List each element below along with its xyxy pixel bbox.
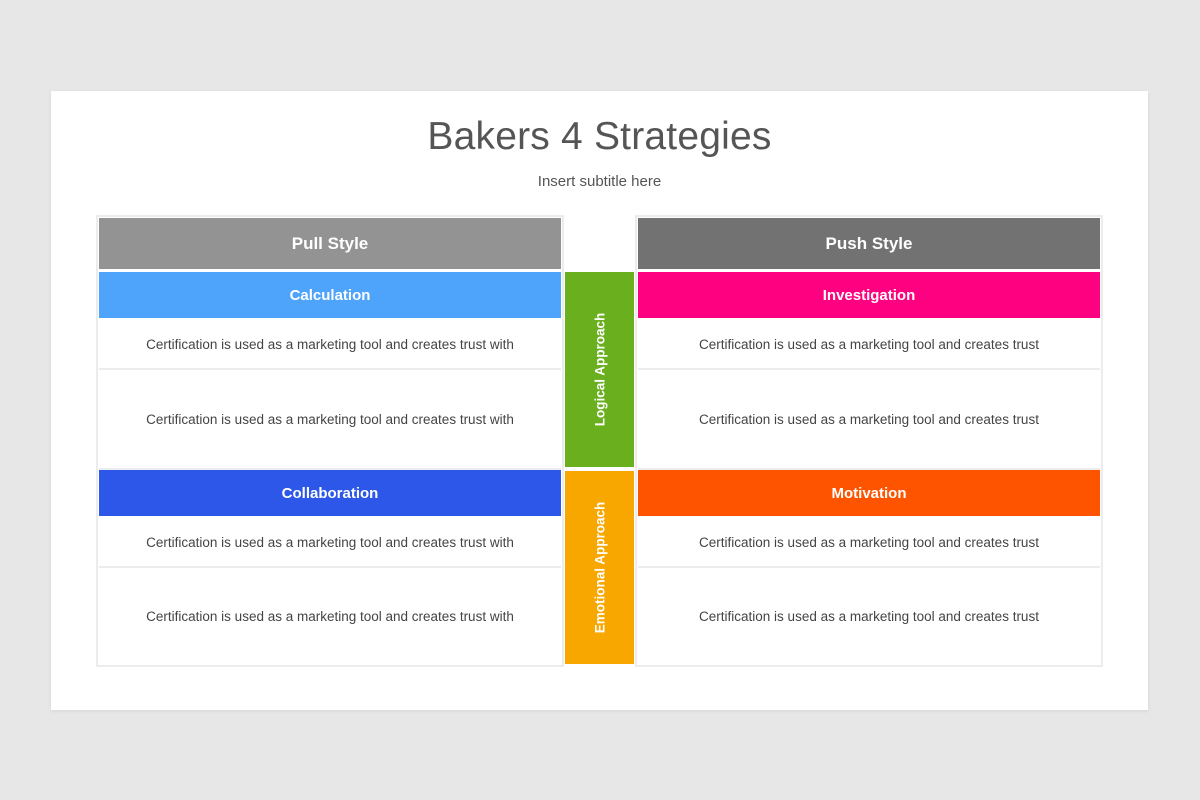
collaboration-header: Collaboration xyxy=(99,470,561,516)
logical-approach-bar: Logical Approach xyxy=(565,272,634,467)
row-divider-left xyxy=(99,468,561,470)
push-style-label: Push Style xyxy=(825,233,913,253)
investigation-text-2-label: Certification is used as a marketing too… xyxy=(699,411,1039,427)
investigation-label: Investigation xyxy=(822,286,916,304)
push-style-header: Push Style xyxy=(638,218,1100,269)
motivation-text-1: Certification is used as a marketing too… xyxy=(638,518,1100,566)
emotional-approach-bar: Emotional Approach xyxy=(565,471,634,664)
calculation-text-2: Certification is used as a marketing too… xyxy=(99,370,561,468)
calculation-label: Calculation xyxy=(289,286,371,304)
calculation-header: Calculation xyxy=(99,272,561,318)
slide-title: Bakers 4 Strategies xyxy=(427,115,772,158)
investigation-text-1-label: Certification is used as a marketing too… xyxy=(699,336,1039,352)
collaboration-divider xyxy=(99,566,561,568)
motivation-text-1-label: Certification is used as a marketing too… xyxy=(699,534,1039,550)
collaboration-text-1-label: Certification is used as a marketing too… xyxy=(146,534,514,550)
collaboration-text-2: Certification is used as a marketing too… xyxy=(99,568,561,664)
pull-style-header: Pull Style xyxy=(99,218,561,269)
emotional-approach-label: Emotional Approach xyxy=(592,501,608,634)
logical-approach-label: Logical Approach xyxy=(592,312,608,427)
motivation-text-2-label: Certification is used as a marketing too… xyxy=(699,608,1039,624)
collaboration-text-1: Certification is used as a marketing too… xyxy=(99,518,561,566)
collaboration-text-2-label: Certification is used as a marketing too… xyxy=(146,608,514,624)
motivation-divider xyxy=(638,566,1100,568)
calculation-divider xyxy=(99,368,561,370)
motivation-label: Motivation xyxy=(831,484,907,502)
slide-subtitle: Insert subtitle here xyxy=(537,173,662,190)
motivation-header: Motivation xyxy=(638,470,1100,516)
investigation-text-2: Certification is used as a marketing too… xyxy=(638,370,1100,468)
investigation-text-1: Certification is used as a marketing too… xyxy=(638,320,1100,368)
calculation-text-1: Certification is used as a marketing too… xyxy=(99,320,561,368)
collaboration-label: Collaboration xyxy=(281,484,379,502)
investigation-header: Investigation xyxy=(638,272,1100,318)
motivation-text-2: Certification is used as a marketing too… xyxy=(638,568,1100,664)
calculation-text-2-label: Certification is used as a marketing too… xyxy=(146,411,514,427)
row-divider-right xyxy=(638,468,1100,470)
calculation-text-1-label: Certification is used as a marketing too… xyxy=(146,336,514,352)
pull-style-label: Pull Style xyxy=(291,233,369,253)
investigation-divider xyxy=(638,368,1100,370)
